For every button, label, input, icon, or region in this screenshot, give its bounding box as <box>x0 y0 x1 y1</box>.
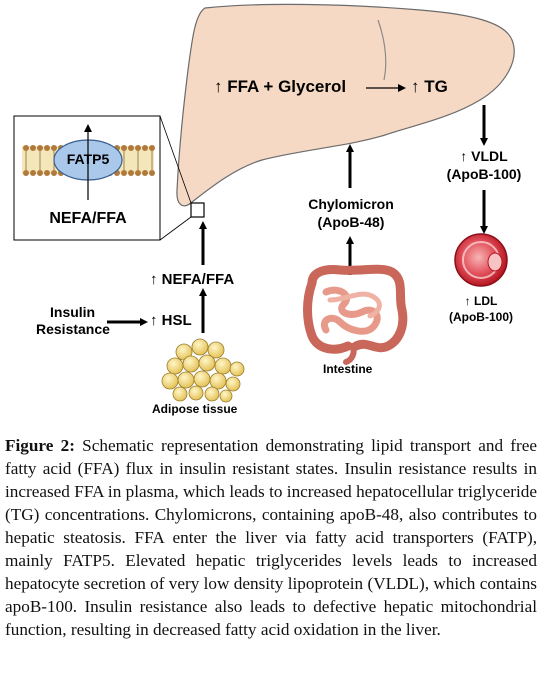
insulin-resistance-label-1: Insulin <box>50 304 96 320</box>
nefa-ffa-label: ↑ NEFA/FFA <box>150 271 235 288</box>
chylomicron-label-1: Chylomicron <box>308 196 394 212</box>
ldl-particle-image <box>454 233 508 287</box>
hsl-label: ↑ HSL <box>150 312 192 329</box>
diagram-canvas <box>13 3 515 403</box>
insulin-resistance-label-2: Resistance <box>36 321 110 337</box>
chylomicron-label-2: (ApoB-48) <box>317 214 385 230</box>
inset-connector-bottom <box>159 216 192 241</box>
inset-connector-top <box>159 115 192 204</box>
figure-caption: Figure 2: Schematic representation demon… <box>5 434 537 641</box>
ldl-label-2: (ApoB-100) <box>448 310 513 324</box>
liver-label-ffa-glycerol: ↑ FFA + Glycerol <box>214 77 347 96</box>
inset-nefa-ffa-label: NEFA/FFA <box>49 210 127 227</box>
adipose-tissue-image <box>161 338 245 403</box>
intestine-image <box>303 264 408 365</box>
liver-lobe-line <box>377 19 387 81</box>
intestine-label: Intestine <box>323 362 373 376</box>
figure-label: Figure 2: <box>5 436 75 455</box>
ldl-label-1: ↑ LDL <box>464 294 498 308</box>
liver-entry-box <box>190 202 205 218</box>
caption-text: Schematic representation demonstrating l… <box>5 436 537 639</box>
adipose-tissue-label: Adipose tissue <box>152 402 238 416</box>
vldl-label-1: ↑ VLDL <box>460 148 508 164</box>
vldl-label-2: (ApoB-100) <box>446 166 522 182</box>
fatp5-label: FATP5 <box>66 151 110 167</box>
liver-label-tg: ↑ TG <box>411 77 448 96</box>
liver-shape <box>176 3 515 207</box>
